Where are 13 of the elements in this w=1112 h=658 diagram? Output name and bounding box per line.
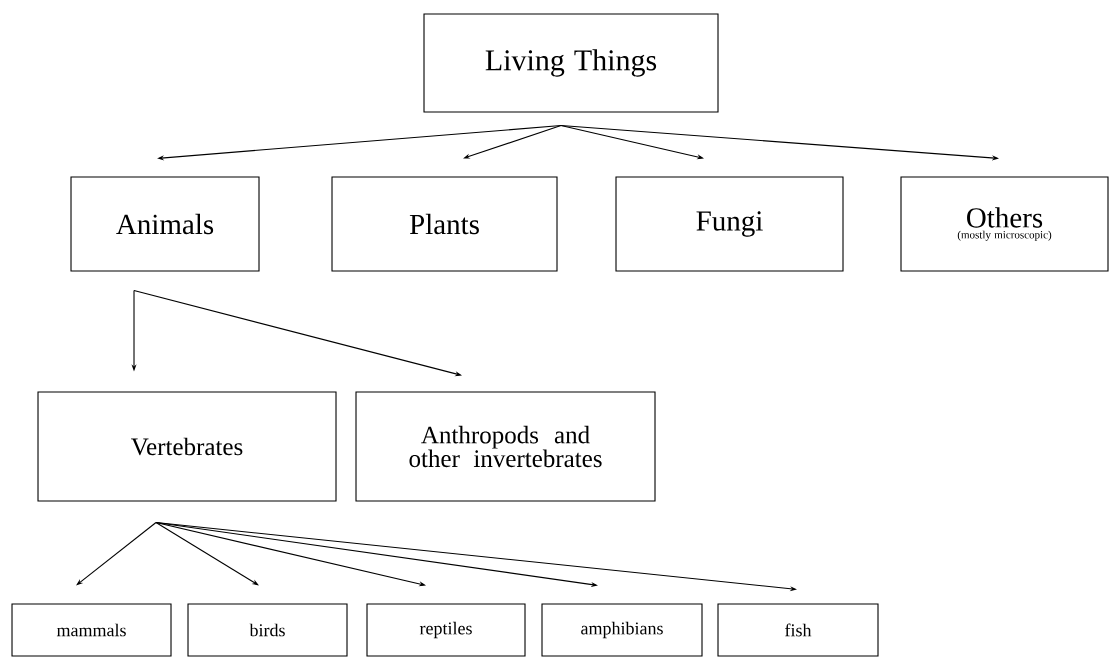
category-box: reptiles	[366, 603, 526, 657]
category-box: Others (mostly microscopic)	[900, 176, 1109, 272]
category-box: Plants	[331, 176, 558, 272]
category-box: amphibians	[541, 603, 703, 657]
category-box: Vertebrates	[37, 391, 337, 502]
category-box: Fungi	[615, 176, 844, 272]
category-box: mammals	[11, 603, 172, 657]
category-box: Animals	[70, 176, 260, 272]
category-box: Living Things	[423, 13, 719, 113]
arrow	[155, 522, 259, 586]
category-box: birds	[187, 603, 348, 657]
category-box: Anthropods and other invertebrates	[355, 391, 656, 502]
category-box: fish	[717, 603, 879, 657]
